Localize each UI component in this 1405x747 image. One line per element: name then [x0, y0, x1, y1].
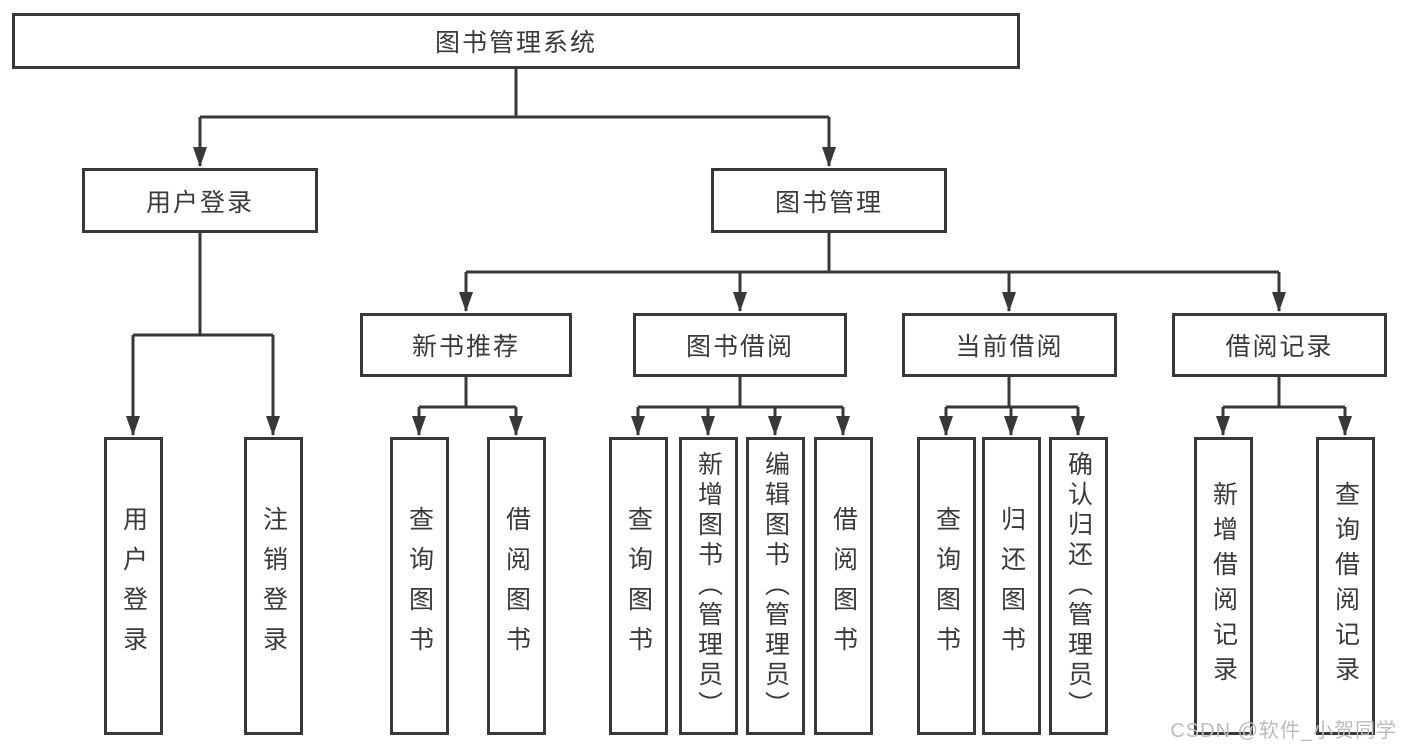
- leaf-return-books: 归还图书: [982, 437, 1041, 735]
- node-label: 图书管理: [774, 188, 883, 217]
- node-label: 用户登录: [145, 188, 254, 217]
- leaf-edit-books-admin: 编辑图书（管理员）: [746, 437, 805, 735]
- node-label: 图书借阅: [685, 333, 794, 361]
- node-label: 归还图书: [997, 506, 1026, 666]
- node-book-management-module: 图书管理: [711, 168, 947, 233]
- node-label: 用户登录: [119, 506, 148, 666]
- leaf-logout: 注销登录: [244, 437, 303, 735]
- leaf-add-books-admin: 新增图书（管理员）: [679, 437, 738, 735]
- leaf-borrow-books: 借阅图书: [814, 437, 873, 735]
- node-label: 查询图书: [624, 506, 653, 666]
- node-label: 当前借阅: [955, 333, 1064, 361]
- node-label: 图书管理系统: [434, 29, 597, 57]
- node-label: 查询图书: [932, 506, 961, 666]
- node-label: 查询借阅记录: [1331, 481, 1360, 691]
- leaf-add-borrow-record: 新增借阅记录: [1194, 437, 1253, 735]
- csdn-watermark: CSDN @软件_小贺同学: [1170, 720, 1397, 742]
- leaf-user-login: 用户登录: [104, 437, 163, 735]
- node-label: 确认归还（管理员）: [1064, 451, 1093, 721]
- node-label: 借阅记录: [1225, 333, 1334, 361]
- node-label: 注销登录: [259, 506, 288, 666]
- node-borrow-records: 借阅记录: [1172, 313, 1387, 377]
- node-label: 编辑图书（管理员）: [761, 451, 790, 721]
- node-label: 新增图书（管理员）: [694, 451, 723, 721]
- node-label: 借阅图书: [502, 506, 531, 666]
- node-label: 借阅图书: [829, 506, 858, 666]
- node-user-login-module: 用户登录: [82, 168, 318, 233]
- leaf-confirm-return-admin: 确认归还（管理员）: [1049, 437, 1108, 735]
- leaf-query-books: 查询图书: [390, 437, 449, 735]
- leaf-query-borrow-record: 查询借阅记录: [1316, 437, 1375, 735]
- node-current-borrow: 当前借阅: [902, 313, 1117, 377]
- node-new-book-recommend: 新书推荐: [360, 313, 572, 377]
- node-book-borrow: 图书借阅: [633, 313, 847, 377]
- leaf-query-books: 查询图书: [917, 437, 976, 735]
- node-root-system: 图书管理系统: [12, 13, 1020, 69]
- node-label: 新书推荐: [411, 333, 520, 361]
- node-label: 查询图书: [405, 506, 434, 666]
- leaf-query-books: 查询图书: [609, 437, 668, 735]
- leaf-borrow-books: 借阅图书: [487, 437, 546, 735]
- node-label: 新增借阅记录: [1209, 481, 1238, 691]
